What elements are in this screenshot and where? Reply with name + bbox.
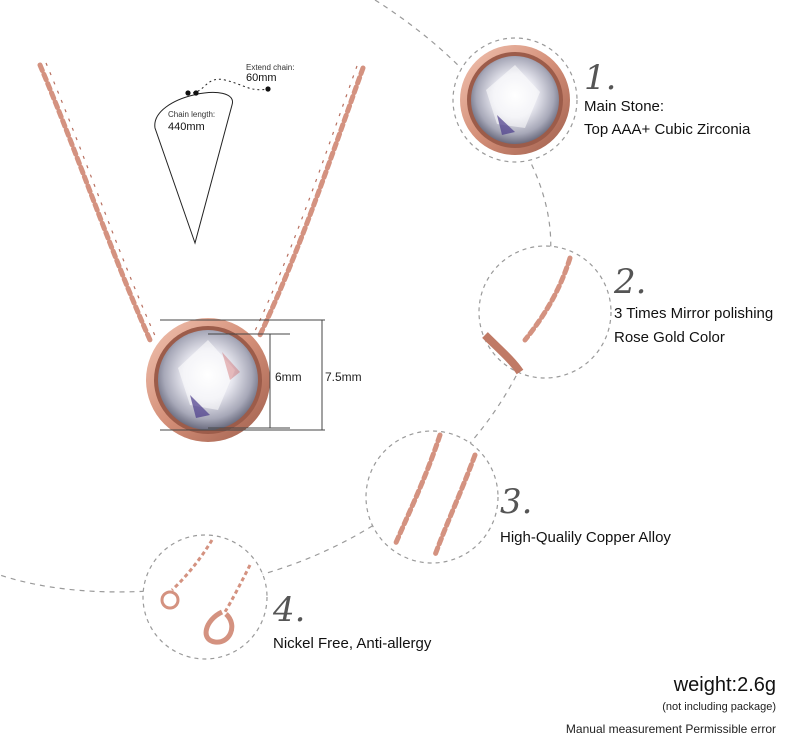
feature-number-4: 4. — [273, 590, 306, 630]
main-pendant — [146, 318, 270, 442]
feature-2-line1: 3 Times Mirror polishing — [614, 305, 774, 322]
dimension-lines — [160, 319, 325, 431]
detail-circle-clasp — [142, 534, 268, 660]
dashed-orbit-arc — [0, 0, 552, 593]
measurement-disclaimer: Manual measurement Permissible error — [565, 722, 776, 736]
chain-length-diagram — [154, 78, 271, 245]
extend-chain-label: Extend chain: — [246, 63, 295, 72]
necklace-chain — [37, 62, 366, 343]
pendant-outer-dimension: 7.5mm — [325, 370, 362, 384]
feature-3-line1: High-Qualily Copper Alloy — [500, 529, 671, 546]
extend-chain-value: 60mm — [246, 72, 277, 84]
feature-2-line2: Rose Gold Color — [614, 329, 725, 346]
chain-length-value: 440mm — [168, 121, 205, 133]
pendant-inner-dimension: 6mm — [275, 370, 302, 384]
feature-1-line2: Top AAA+ Cubic Zirconia — [584, 121, 751, 138]
feature-1-line1: Main Stone: — [584, 98, 665, 115]
feature-4-line1: Nickel Free, Anti-allergy — [273, 635, 432, 652]
chain-length-label: Chain length: — [168, 110, 216, 119]
feature-number-2: 2. — [614, 262, 647, 302]
feature-number-1: 1. — [584, 58, 617, 98]
feature-number-3: 3. — [500, 482, 533, 522]
detail-circle-polishing — [478, 245, 612, 379]
weight-label: weight:2.6g — [673, 674, 776, 696]
detail-circle-alloy — [365, 430, 499, 564]
detail-circle-stone — [452, 37, 578, 163]
weight-note: (not including package) — [662, 701, 776, 713]
